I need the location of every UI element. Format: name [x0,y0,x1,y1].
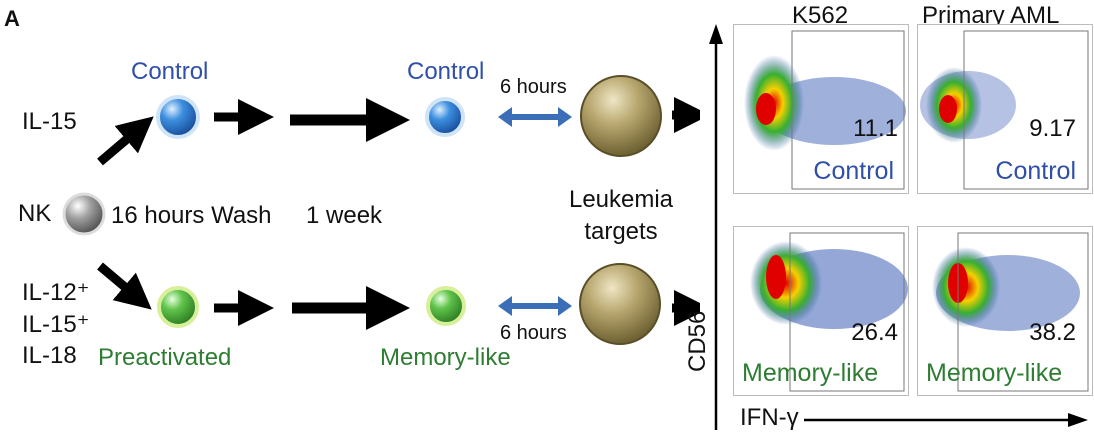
panel-letter: A [4,6,20,31]
panel-value: 11.1 [853,115,898,142]
memory-like-cell [426,286,466,326]
panel-value: 38.2 [1029,319,1076,346]
flow-panel-aml-memory-like: 38.2 Memory-like [917,226,1093,396]
flow-panel-k562-memory-like: 26.4 Memory-like [733,226,909,396]
leukemia-label-line2: targets [584,218,658,245]
nk-label: NK [18,200,52,227]
leukemia-targets-label: Leukemia targets [556,184,686,248]
arrow-nk-to-control [97,116,154,166]
y-axis-label: CD56 [684,310,711,372]
flow-panel-aml-control: 9.17 Control [917,24,1093,194]
leukemia-target-cell-top [580,75,662,157]
memory-like-label-mid: Memory-like [380,344,511,371]
nk-cell [62,192,106,236]
six-hours-bottom-label: 6 hours [500,322,567,344]
control-cell-1 [156,95,200,139]
il15-label: IL-15 [22,108,77,135]
control-label-top: Control [131,58,209,85]
panel-condition-label: Memory-like [926,359,1063,387]
panel-value: 9.17 [1029,115,1076,142]
panel-value: 26.4 [851,319,898,346]
preactivated-cell [157,286,199,328]
il15-plus-label: IL-15⁺ [22,311,90,338]
six-hours-top-label: 6 hours [500,76,567,98]
il18-label: IL-18 [22,342,77,369]
panel-condition-label: Control [995,157,1076,185]
il12-label: IL-12⁺ [22,279,90,306]
control-cell-2 [425,97,465,137]
double-arrow-top [498,107,572,127]
flow-axes [709,24,1088,430]
sixteen-hours-wash-label: 16 hours Wash [111,202,272,229]
panel-condition-label: Control [813,157,894,185]
x-axis-label: IFN-γ [740,404,799,431]
leukemia-label-line1: Leukemia [568,186,674,213]
one-week-label: 1 week [306,202,383,229]
control-label-mid: Control [407,58,485,85]
schematic-diagram [62,75,700,345]
preactivated-label: Preactivated [98,344,232,371]
flow-panel-k562-control: 11.1 Control [733,24,909,194]
arrow-nk-to-preactivated [97,262,152,310]
leukemia-target-cell-bottom [579,263,661,345]
panel-condition-label: Memory-like [742,359,879,387]
double-arrow-bottom [498,296,572,316]
